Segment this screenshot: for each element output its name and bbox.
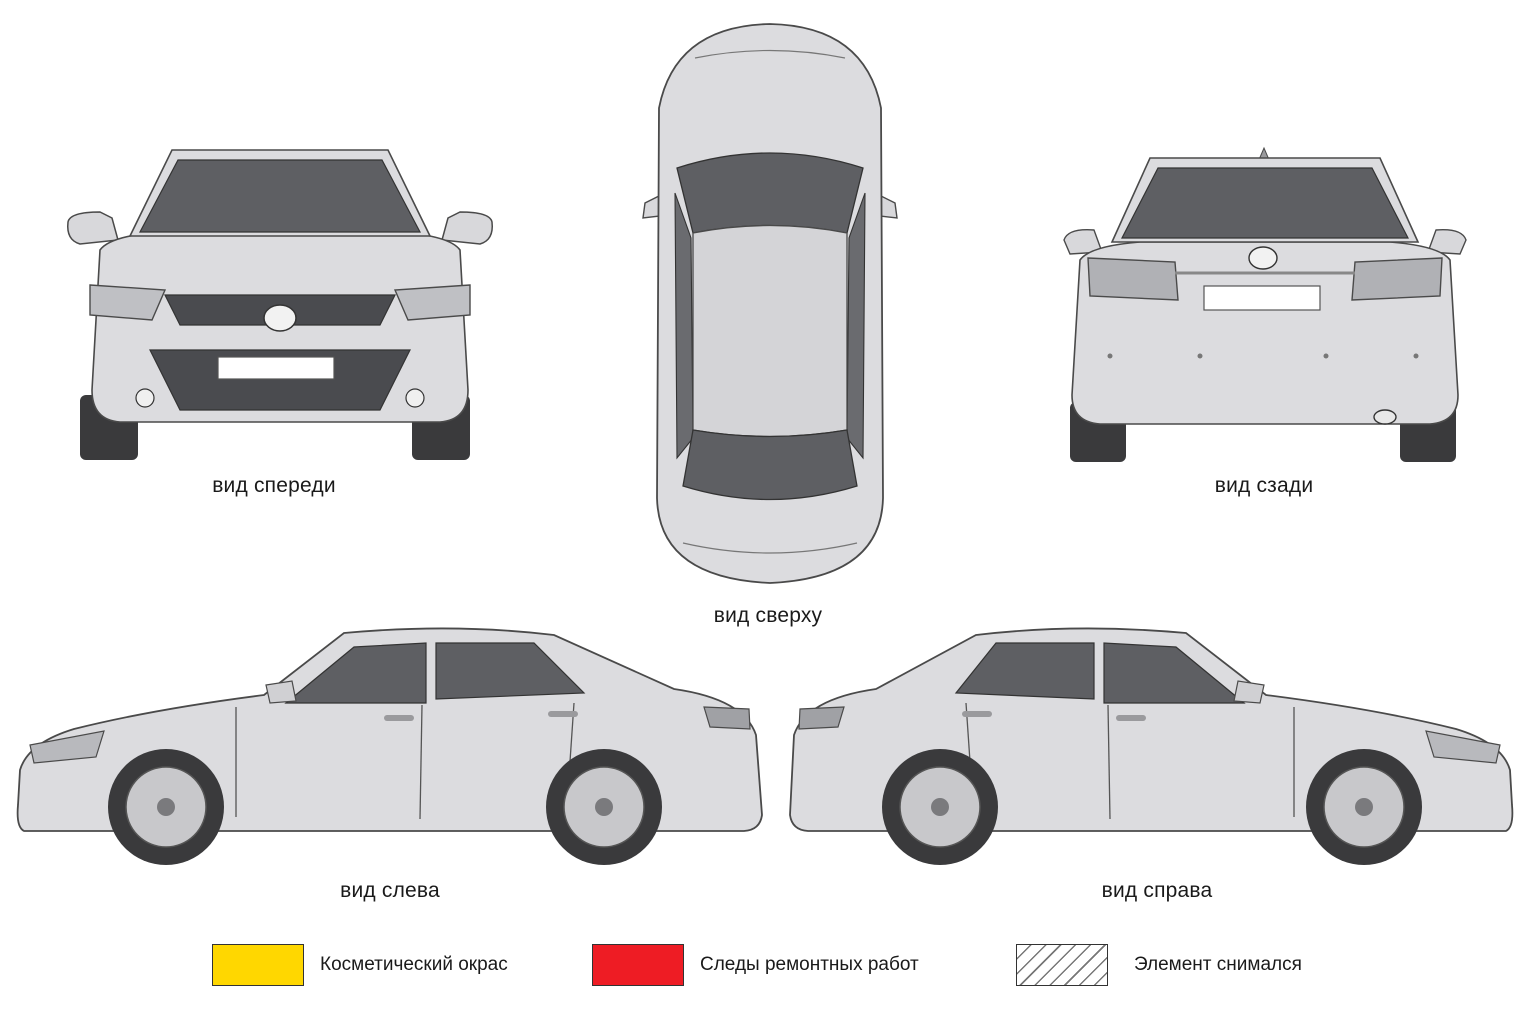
left-mirror	[67, 211, 119, 245]
front-license-plate	[217, 356, 335, 380]
front-car-drawing	[67, 149, 493, 460]
left-side-taillight	[703, 706, 751, 730]
front-windshield	[139, 159, 421, 233]
top-view-caption: вид сверху	[713, 604, 823, 627]
right-taillight	[1351, 257, 1443, 301]
exhaust-pipe	[1373, 409, 1397, 425]
legend-item-repair-traces: Следы ремонтных работ	[592, 944, 992, 990]
right-side-headlight	[1425, 730, 1501, 764]
rear-license-plate	[1203, 285, 1321, 311]
rear-toyota-logo	[1248, 246, 1278, 270]
left-side-headlight	[29, 730, 105, 764]
legend-swatch-hatched	[1016, 944, 1108, 986]
right-front-handle	[1116, 715, 1146, 721]
right-side-mirror	[1233, 680, 1265, 704]
front-view: вид спереди	[60, 140, 500, 497]
right-headlight	[393, 284, 471, 321]
right-fog-light	[405, 388, 425, 408]
rear-view: вид сзади	[1050, 140, 1480, 497]
legend-item-element-removed: Элемент снимался	[1016, 944, 1356, 990]
left-front-wheel	[108, 749, 224, 865]
right-view: вид справа	[786, 625, 1516, 905]
left-rear-handle	[548, 711, 578, 717]
front-view-caption: вид спереди	[212, 474, 336, 497]
left-front-window	[284, 642, 427, 704]
right-car-drawing	[789, 627, 1514, 865]
top-rear-window	[682, 429, 858, 501]
right-front-window	[1103, 642, 1246, 704]
legend-swatch-yellow	[212, 944, 304, 986]
left-rear-wheel	[546, 749, 662, 865]
rear-view-caption: вид сзади	[1214, 474, 1314, 497]
right-view-caption: вид справа	[1101, 879, 1213, 902]
legend-swatch-red	[592, 944, 684, 986]
lower-grille	[149, 349, 411, 411]
left-view-caption: вид слева	[340, 879, 440, 902]
top-windshield	[676, 152, 864, 234]
toyota-logo	[263, 304, 297, 332]
left-car-drawing	[16, 627, 763, 865]
right-mirror	[441, 211, 493, 245]
right-side-taillight	[798, 706, 845, 730]
top-view: вид сверху	[635, 18, 905, 627]
left-headlight	[89, 284, 167, 321]
rear-car-drawing	[1063, 146, 1467, 462]
left-taillight	[1087, 257, 1179, 301]
top-car-drawing	[642, 23, 898, 584]
legend-label: Косметический окрас	[320, 954, 508, 975]
legend-item-cosmetic-paint: Косметический окрас	[212, 944, 572, 990]
rear-window	[1121, 167, 1409, 239]
right-rear-wheel	[882, 749, 998, 865]
right-rear-handle	[962, 711, 992, 717]
left-view: вид слева	[14, 625, 766, 905]
left-side-mirror	[265, 680, 297, 704]
left-front-handle	[384, 715, 414, 721]
legend-label: Элемент снимался	[1134, 954, 1302, 975]
left-fog-light	[135, 388, 155, 408]
top-roof	[692, 224, 848, 438]
legend-label: Следы ремонтных работ	[700, 954, 919, 975]
left-rear-window	[435, 642, 586, 700]
right-rear-window	[954, 642, 1095, 700]
right-front-wheel	[1306, 749, 1422, 865]
